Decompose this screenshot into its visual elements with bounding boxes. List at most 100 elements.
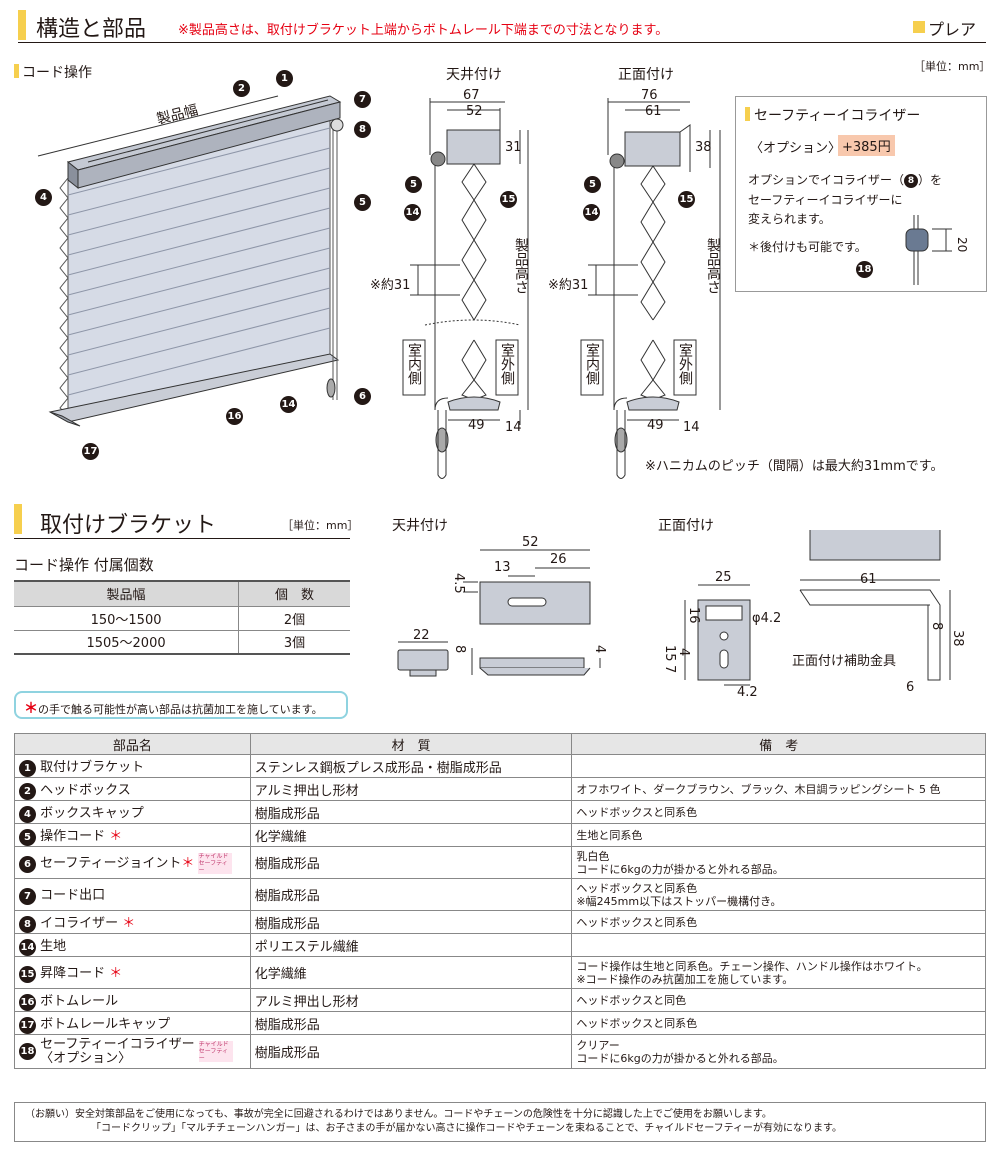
ceiling-dim-w1: 67 [463, 88, 480, 103]
row-antibac-mark: ＊ [109, 828, 123, 844]
product-width-text: 製品幅 [155, 102, 200, 128]
side-callout-5a: 5 [405, 176, 422, 193]
row-material: 樹脂成形品 [249, 800, 573, 824]
bracket-accent-bar [14, 504, 22, 534]
front-indoor-label: 室内側 [584, 343, 600, 385]
parts-header-name: 部品名 [14, 733, 251, 755]
side-callout-5b: 5 [584, 176, 601, 193]
table-row: 5 操作コード ＊ 化学繊維 生地と同系色 [14, 823, 986, 847]
row-note: クリアー [576, 1038, 620, 1052]
equalizer-dim: 20 [955, 237, 969, 253]
ceiling-pitch-label: ※約31 [370, 278, 411, 293]
equalizer-desc-num: 8 [904, 173, 919, 188]
row-num: 17 [19, 1016, 36, 1034]
row-material: アルミ押出し形材 [249, 988, 573, 1012]
row-material: 樹脂成形品 [249, 1011, 573, 1035]
ceiling-outdoor-label: 室外側 [499, 343, 515, 385]
row-note: コード操作は生地と同系色。チェーン操作、ハンドル操作はホワイト。 [576, 959, 928, 973]
equalizer-desc3: セーフティーイコライザーに [748, 193, 903, 207]
antibac-note-box: ＊の手で触る可能性が高い部品は抗菌加工を施しています。 [14, 691, 348, 719]
row-material: 化学繊維 [249, 823, 573, 847]
equalizer-price: +385円 [838, 135, 895, 156]
count-header-qty: 個 数 [238, 580, 350, 607]
parts-header-material: 材 質 [249, 733, 573, 755]
callout-5: 5 [354, 194, 371, 211]
row-name: セーフティージョイント [40, 855, 182, 871]
row-num: 2 [19, 782, 36, 800]
front-bracket-dim-4: 4 [676, 648, 691, 657]
row-antibac-mark: ＊ [181, 855, 195, 871]
aux-dim-38: 38 [950, 630, 965, 647]
row-material: 樹脂成形品 [249, 846, 573, 879]
ceiling-dim-bottom-w: 49 [468, 418, 485, 433]
callout-8: 8 [354, 121, 371, 138]
row-note: ヘッドボックスと同系色 [571, 800, 986, 824]
row-name: 取付けブラケット [40, 759, 145, 775]
table-row: 16 ボトムレール アルミ押出し形材 ヘッドボックスと同色 [14, 988, 986, 1012]
page-title: 構造と部品 [36, 17, 147, 42]
side-views [402, 98, 721, 479]
row-material: 樹脂成形品 [249, 1034, 573, 1069]
bracket-dim-26: 26 [550, 552, 567, 567]
row-note: ヘッドボックスと同系色 [571, 910, 986, 934]
structure-subtitle: コード操作 [22, 65, 92, 81]
row-note: ヘッドボックスと同系色 [571, 1011, 986, 1035]
row-note-2: コードに6kgの力が掛かると外れる部品。 [576, 862, 784, 876]
antibac-mark: ＊ [24, 701, 38, 717]
table-row: 17 ボトムレールキャップ 樹脂成形品 ヘッドボックスと同系色 [14, 1011, 986, 1035]
blind-illustration: 製品幅 [37, 95, 344, 427]
callout-4: 4 [35, 189, 52, 206]
row-name: ボックスキャップ [40, 805, 144, 821]
child-safety-badge: チャイルドセーフティー [198, 1041, 233, 1062]
row-num: 4 [19, 805, 36, 823]
brand-square [913, 21, 925, 33]
ceiling-mount-label: 天井付け [446, 67, 502, 83]
bracket-rule [14, 538, 350, 539]
bracket-title: 取付けブラケット [40, 513, 217, 538]
row-name: イコライザー [40, 915, 119, 931]
row-note: ヘッドボックスと同系色 [576, 881, 698, 895]
bracket-dim-4: 4 [592, 645, 607, 654]
row-material: 化学繊維 [249, 956, 573, 989]
row-num: 15 [19, 966, 36, 983]
front-dim-w2: 61 [645, 104, 662, 119]
row-name: ボトムレール [40, 993, 119, 1009]
front-bracket-dim-25: 25 [715, 570, 732, 585]
front-dim-h1: 38 [695, 140, 712, 155]
subtitle-mark [14, 64, 19, 78]
count-row-qty: 2個 [238, 606, 350, 631]
count-row-qty: 3個 [238, 630, 350, 655]
row-note: 乳白色 [576, 849, 610, 863]
parts-table: 部品名 材 質 備 考 1 取付けブラケット ステンレス鋼板プレス成形品・樹脂成… [14, 733, 986, 1069]
front-bracket-dim-15: 15 [662, 645, 677, 662]
bracket-front-label: 正面付け [658, 518, 714, 534]
equalizer-box: セーフティーイコライザー 〈オプション〉 +385円 オプションでイコライザー（… [735, 96, 987, 292]
table-row: 7 コード出口 樹脂成形品 ヘッドボックスと同系色※幅245mm以下はストッパー… [14, 878, 986, 911]
bracket-dim-8: 8 [452, 645, 467, 654]
callout-7: 7 [354, 91, 371, 108]
row-name: 操作コード [40, 828, 106, 844]
header-accent-bar [18, 10, 26, 40]
pitch-note: ※ハニカムのピッチ（間隔）は最大約31mmです。 [645, 459, 944, 474]
row-note-2: ※幅245mm以下はストッパー機構付き。 [576, 894, 782, 908]
front-bracket-dim-4-2: 4.2 [737, 685, 758, 700]
row-name: 昇降コード [40, 966, 106, 981]
row-note: オフホワイト、ダークブラウン、ブラック、木目調ラッピングシート 5 色 [571, 777, 986, 801]
row-num: 16 [19, 993, 36, 1011]
ceiling-dim-bottom-h: 14 [505, 420, 522, 435]
bracket-dim-13: 13 [494, 560, 511, 575]
bracket-drawings [397, 530, 951, 686]
front-mount-label: 正面付け [618, 67, 674, 83]
row-num: 8 [19, 915, 36, 933]
table-row: 15 昇降コード ＊ 化学繊維 コード操作は生地と同系色。チェーン操作、ハンドル… [14, 956, 986, 989]
row-material: ポリエステル繊維 [249, 933, 573, 957]
row-num: 14 [19, 938, 36, 956]
row-num: 7 [19, 888, 36, 905]
equalizer-desc4: 変えられます。 [748, 212, 831, 226]
side-callout-15a: 15 [500, 191, 517, 208]
callout-2: 2 [233, 80, 250, 97]
footer-line1: （お願い）安全対策部品をご使用になっても、事故が完全に回避されるわけではありませ… [25, 1109, 772, 1120]
table-row: 14 生地 ポリエステル繊維 [14, 933, 986, 957]
ceiling-dim-h1: 31 [505, 140, 522, 155]
front-bracket-dim-16: 16 [686, 607, 701, 624]
